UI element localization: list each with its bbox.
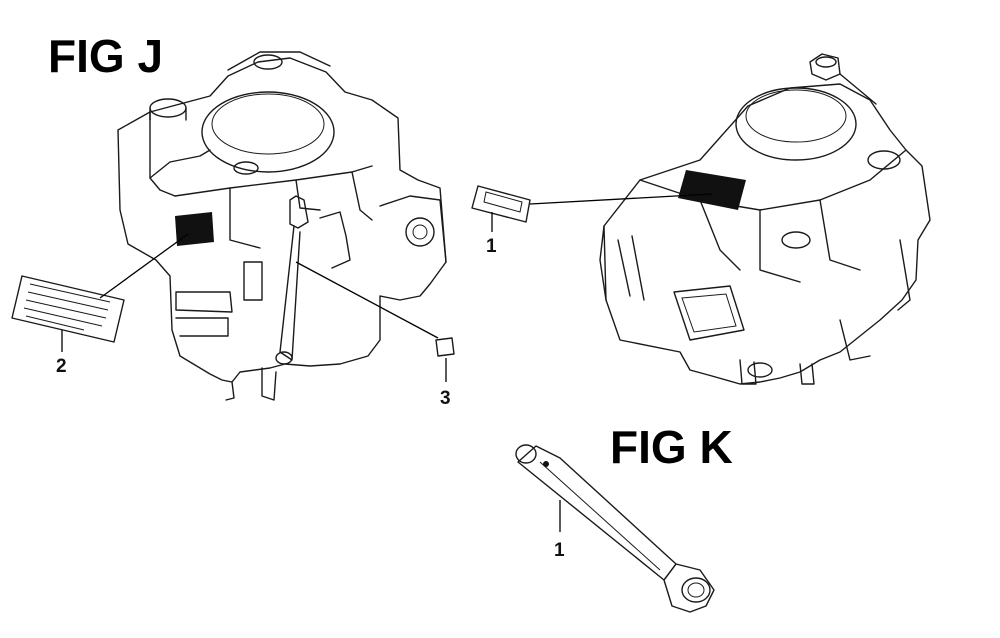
fig-k-title: FIG K (610, 421, 733, 473)
callout-3: 3 (440, 388, 451, 409)
spark-plug-wrench (515, 444, 715, 613)
leader-line-1-right (529, 193, 713, 205)
fig-j-title: FIG J (48, 30, 164, 82)
callout-2: 2 (56, 356, 67, 377)
leader-line-2 (99, 233, 189, 299)
leader-line-3 (295, 261, 439, 339)
engine-left (117, 51, 447, 401)
decal-part-1-right (471, 185, 531, 223)
engine-right (599, 53, 931, 385)
callout-1-k: 1 (554, 540, 565, 561)
decal-part-2 (11, 275, 125, 343)
callout-1-right: 1 (486, 236, 497, 257)
decal-part-3 (435, 337, 455, 357)
